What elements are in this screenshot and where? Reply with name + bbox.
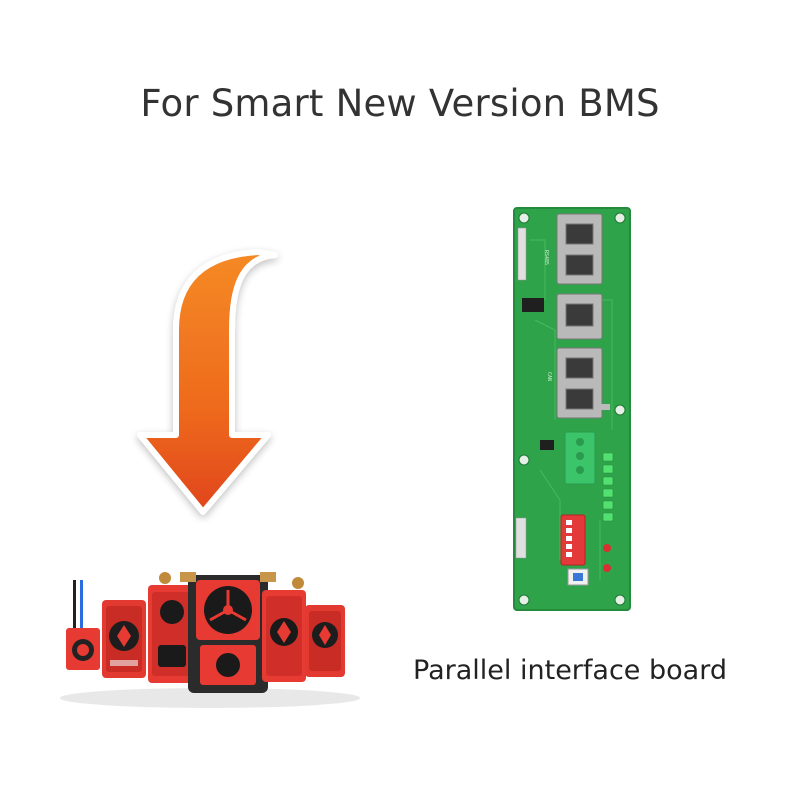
pcb-board: RS485 CAN bbox=[513, 207, 631, 611]
headline: For Smart New Version BMS bbox=[140, 82, 660, 125]
dip-switch bbox=[560, 514, 586, 566]
rj45-jack-top bbox=[556, 213, 603, 285]
rj45-jack-bottom bbox=[556, 347, 603, 419]
bms-module-5 bbox=[262, 577, 306, 682]
push-button bbox=[567, 568, 589, 586]
board-caption: Parallel interface board bbox=[413, 655, 727, 686]
bms-main-module bbox=[180, 572, 276, 693]
bms-module-3 bbox=[148, 572, 196, 683]
bms-module-6 bbox=[305, 605, 345, 677]
terminal-block bbox=[564, 431, 596, 485]
bms-small-module bbox=[66, 580, 100, 670]
led-column bbox=[602, 452, 614, 522]
svg-text:RS485: RS485 bbox=[543, 250, 549, 265]
bms-module-2 bbox=[102, 600, 146, 678]
svg-text:CAN: CAN bbox=[546, 372, 552, 381]
rj45-jack-middle bbox=[556, 293, 603, 340]
pin-header bbox=[517, 227, 527, 281]
